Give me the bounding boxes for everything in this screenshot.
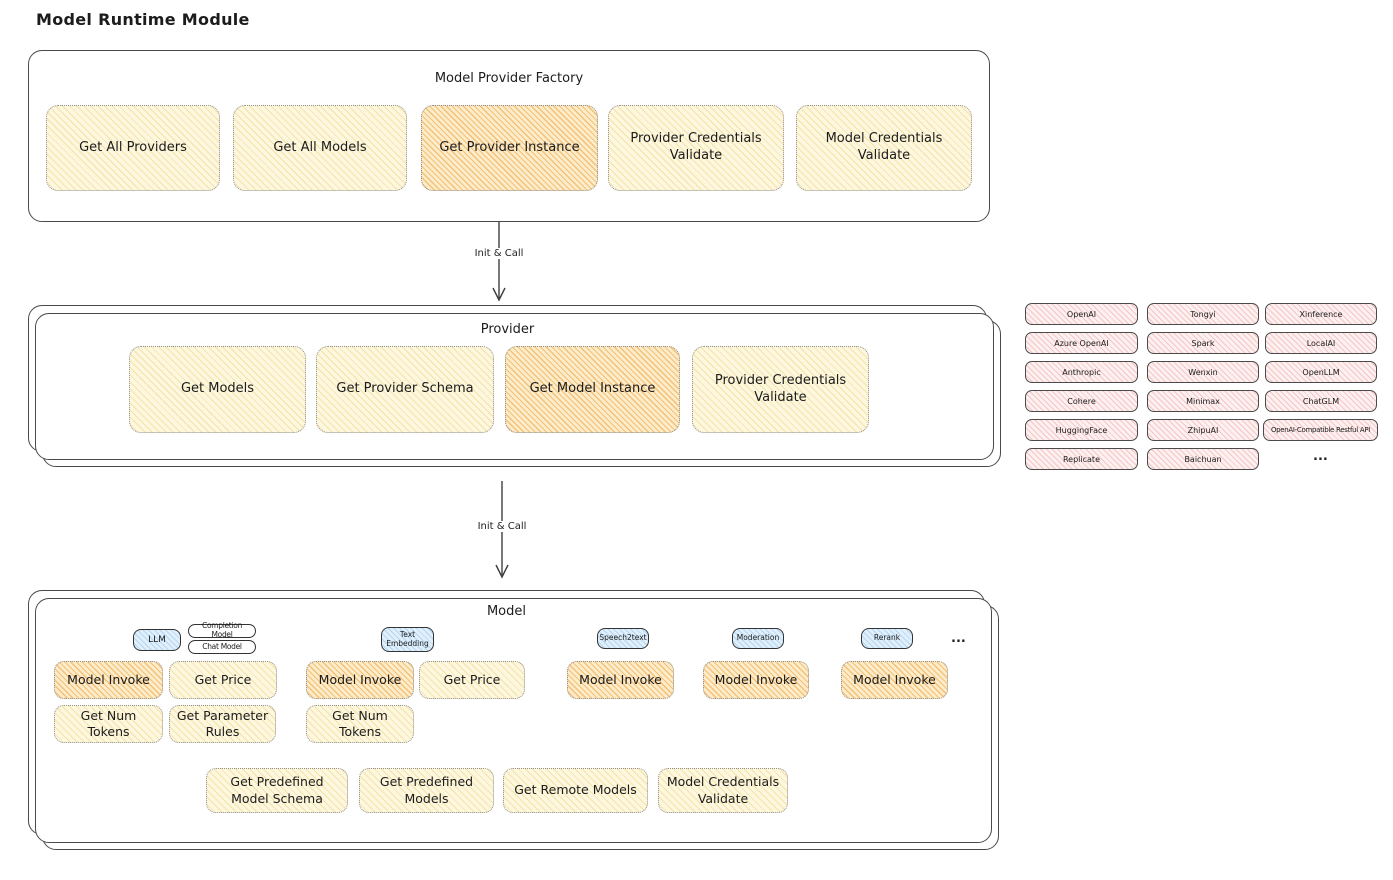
arrow-label-init-call-2: Init & Call [474,521,530,532]
node-model-invoke-rerank: Model Invoke [841,661,948,699]
model-box: Model LLM Completion Model Chat Model Mo… [28,590,999,850]
node-provider-credentials-validate: Provider Credentials Validate [608,105,784,191]
provider-item-openllm: OpenLLM [1265,361,1377,383]
provider-item-xinference: Xinference [1265,303,1377,325]
node-label: Model Invoke [67,671,150,687]
node-model-credentials-validate-2: Model Credentials Validate [658,768,788,813]
node-label: Model Invoke [579,671,662,687]
provider-item-anthropic: Anthropic [1025,361,1138,383]
node-label: Model Invoke [853,671,936,687]
provider-item-huggingface: HuggingFace [1025,419,1138,441]
node-get-num-tokens-text-embedding: Get Num Tokens [306,705,414,743]
provider-item-openai: OpenAI [1025,303,1138,325]
node-label: Get Parameter Rules [176,707,269,739]
node-label: Get Num Tokens [332,707,388,739]
node-label: Get Provider Schema [336,381,474,397]
arrow-factory-to-provider: Init & Call [471,222,527,304]
node-provider-credentials-validate-2: Provider Credentials Validate [692,346,869,433]
model-provider-factory-title: Model Provider Factory [434,71,584,86]
node-label: Get Provider Instance [439,139,580,155]
node-get-all-providers: Get All Providers [46,105,220,191]
arrow-provider-to-model: Init & Call [474,481,530,581]
tag-text-embedding: Text Embedding [381,627,434,652]
diagram-title: Model Runtime Module [36,10,250,29]
node-label: Get Model Instance [529,381,656,397]
node-get-price-text-embedding: Get Price [419,661,525,699]
provider-item-azure-openai: Azure OpenAI [1025,332,1138,354]
node-label: Provider Credentials Validate [714,372,847,405]
node-label: Get Predefined Models [379,774,474,806]
node-get-remote-models: Get Remote Models [503,768,648,813]
node-label: Get Predefined Model Schema [230,774,324,806]
tag-speech2text: Speech2text [597,628,649,649]
provider-box: Provider Get Models Get Provider Schema … [28,305,1001,467]
provider-list-ellipsis: ... [1313,449,1328,464]
provider-item-chatglm: ChatGLM [1265,390,1377,412]
node-get-parameter-rules: Get Parameter Rules [169,705,276,743]
node-label: Get Models [180,381,255,397]
provider-title: Provider [480,322,535,337]
node-label: Provider Credentials Validate [630,131,762,163]
node-label: Get Remote Models [514,782,637,798]
node-get-all-models: Get All Models [233,105,407,191]
tag-moderation: Moderation [732,628,784,649]
node-label: Model Credentials Validate [666,774,780,806]
provider-item-spark: Spark [1147,332,1259,354]
arrow-label-init-call: Init & Call [471,248,527,259]
provider-item-zhipuai: ZhipuAI [1147,419,1259,441]
node-label: Get Num Tokens [80,707,137,739]
node-get-price-llm: Get Price [169,661,277,699]
node-label: Model Credentials Validate [825,131,943,163]
provider-item-minimax: Minimax [1147,390,1259,412]
node-get-num-tokens-llm: Get Num Tokens [54,705,163,743]
node-label: Model Invoke [714,671,798,687]
node-get-predefined-models: Get Predefined Models [359,768,494,813]
model-title: Model [486,604,527,619]
provider-item-wenxin: Wenxin [1147,361,1259,383]
node-model-invoke-speech2text: Model Invoke [567,661,674,699]
tag-llm: LLM [133,629,181,651]
provider-item-cohere: Cohere [1025,390,1138,412]
tag-chat-model: Chat Model [188,640,256,654]
provider-item-localai: LocalAI [1265,332,1377,354]
model-provider-factory-box: Model Provider Factory Get All Providers… [28,50,990,222]
node-label: Get All Providers [79,139,187,155]
node-get-provider-schema: Get Provider Schema [316,346,494,433]
node-label: Model Invoke [318,671,402,687]
node-label: Get Price [443,671,501,687]
node-label: Get Price [194,671,252,687]
tag-completion-model: Completion Model [188,622,256,639]
node-model-invoke-llm: Model Invoke [54,661,163,699]
node-model-invoke-text-embedding: Model Invoke [306,661,414,699]
node-get-models: Get Models [129,346,306,433]
node-model-credentials-validate: Model Credentials Validate [796,105,972,191]
node-get-provider-instance: Get Provider Instance [421,105,598,191]
node-label: Get All Models [273,139,367,155]
provider-item-baichuan: Baichuan [1147,448,1259,470]
tag-rerank: Rerank [861,628,913,649]
provider-item-openai-compatible-restful-api: OpenAI-Compatible Restful API [1263,419,1378,441]
node-model-invoke-moderation: Model Invoke [703,661,809,699]
provider-item-replicate: Replicate [1025,448,1138,470]
provider-item-tongyi: Tongyi [1147,303,1259,325]
model-types-ellipsis: ... [951,631,966,646]
node-get-model-instance: Get Model Instance [505,346,680,433]
node-get-predefined-model-schema: Get Predefined Model Schema [206,768,348,813]
arrow-line-icon [492,222,506,302]
